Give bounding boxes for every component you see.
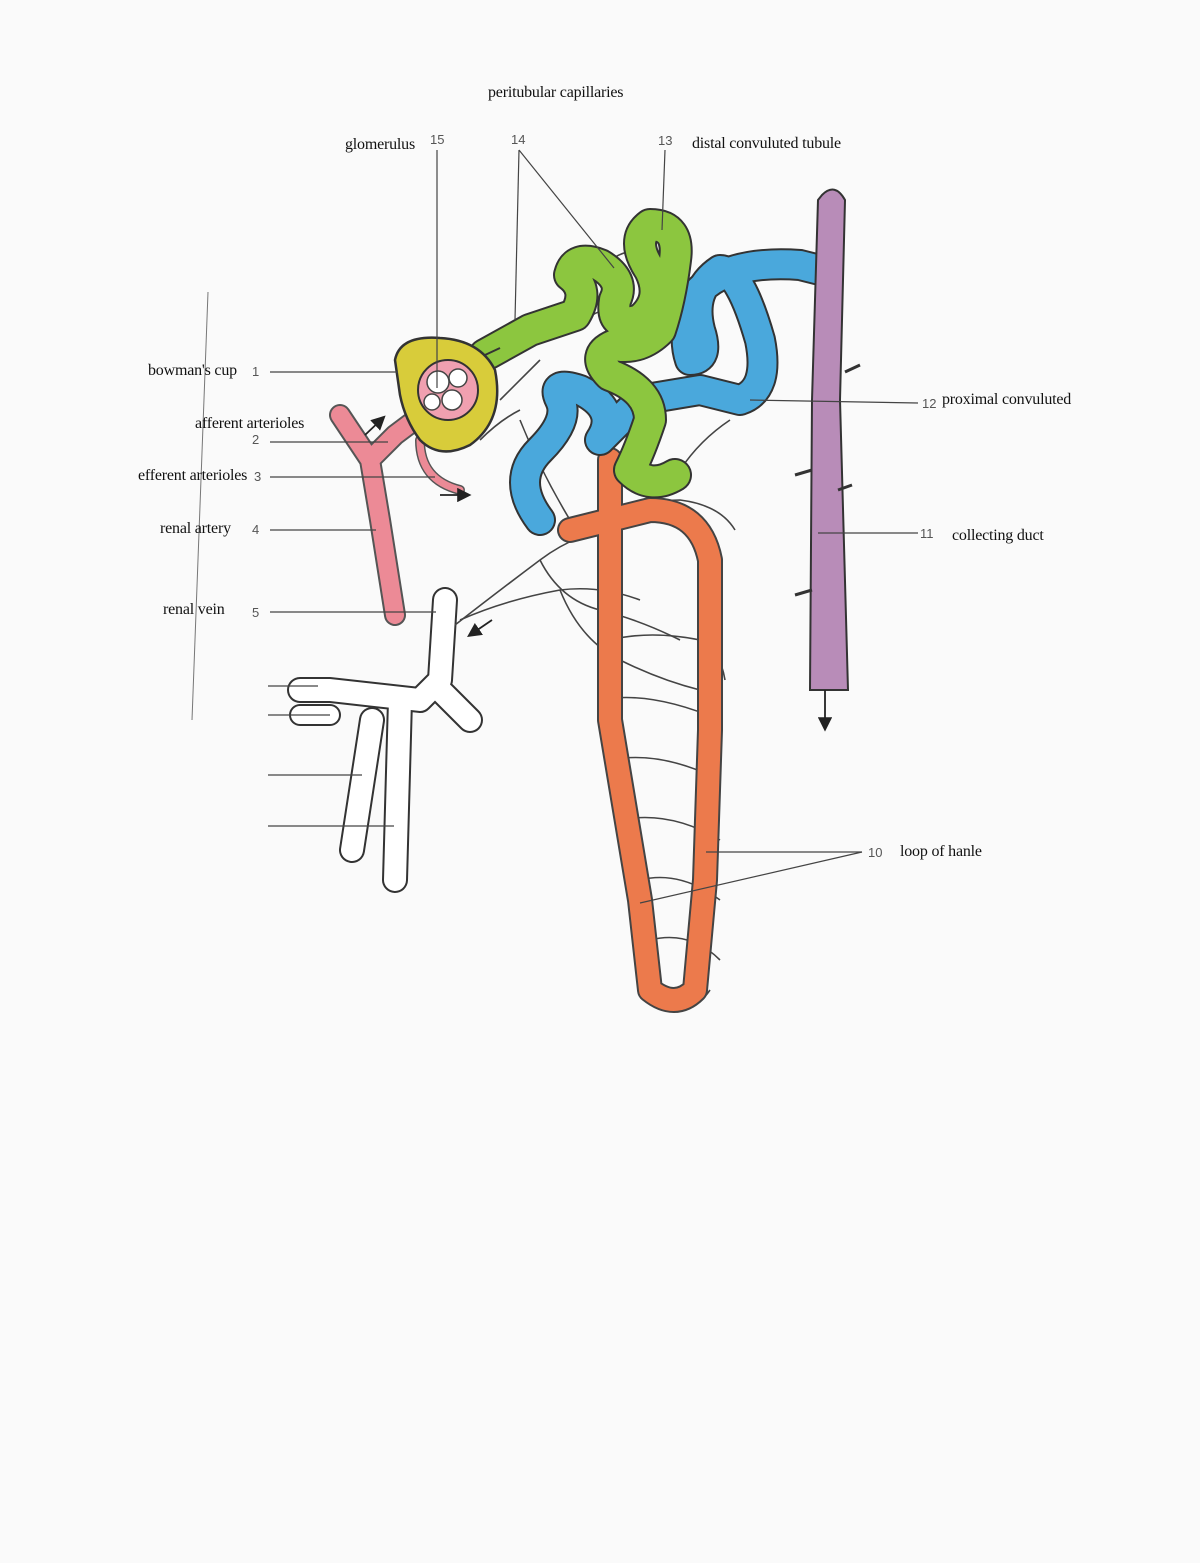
distal-tubule-shape [468, 208, 693, 499]
number-12: 12 [922, 396, 937, 411]
glomerulus-shape [417, 359, 479, 421]
efferent-arterioles-label: efferent arterioles [138, 467, 248, 484]
collecting-duct-shape [794, 188, 861, 691]
glomerulus-label: glomerulus [345, 136, 415, 153]
number-15: 15 [430, 132, 445, 147]
number-11: 11 [920, 526, 934, 541]
peritubular-capillaries-label: peritubular capillaries [488, 84, 624, 101]
number-4: 4 [252, 522, 260, 537]
distal-convoluted-tubule-label: distal convuluted tubule [692, 135, 841, 152]
number-3: 3 [254, 469, 262, 484]
collecting-duct-label: collecting duct [952, 527, 1044, 544]
leader-lines [191, 149, 919, 904]
number-13: 13 [658, 133, 673, 148]
loop-of-hanle-label: loop of hanle [900, 843, 982, 860]
number-1: 1 [252, 364, 260, 379]
flow-arrows [364, 415, 833, 732]
loop-of-henle-shape [557, 447, 723, 1013]
number-14: 14 [511, 132, 526, 147]
number-10: 10 [868, 845, 883, 860]
number-5: 5 [252, 605, 260, 620]
bowmans-cup-label: bowman's cup [148, 362, 237, 379]
renal-vein-shape [287, 587, 483, 893]
renal-artery-label: renal artery [160, 520, 231, 537]
proximal-tubule-shape [509, 248, 836, 536]
proximal-convoluted-label: proximal convuluted [942, 391, 1072, 408]
afferent-arterioles-label: afferent arterioles [195, 415, 305, 432]
number-2: 2 [252, 432, 260, 447]
renal-vein-label: renal vein [163, 601, 225, 618]
renal-artery-shape [329, 404, 465, 626]
